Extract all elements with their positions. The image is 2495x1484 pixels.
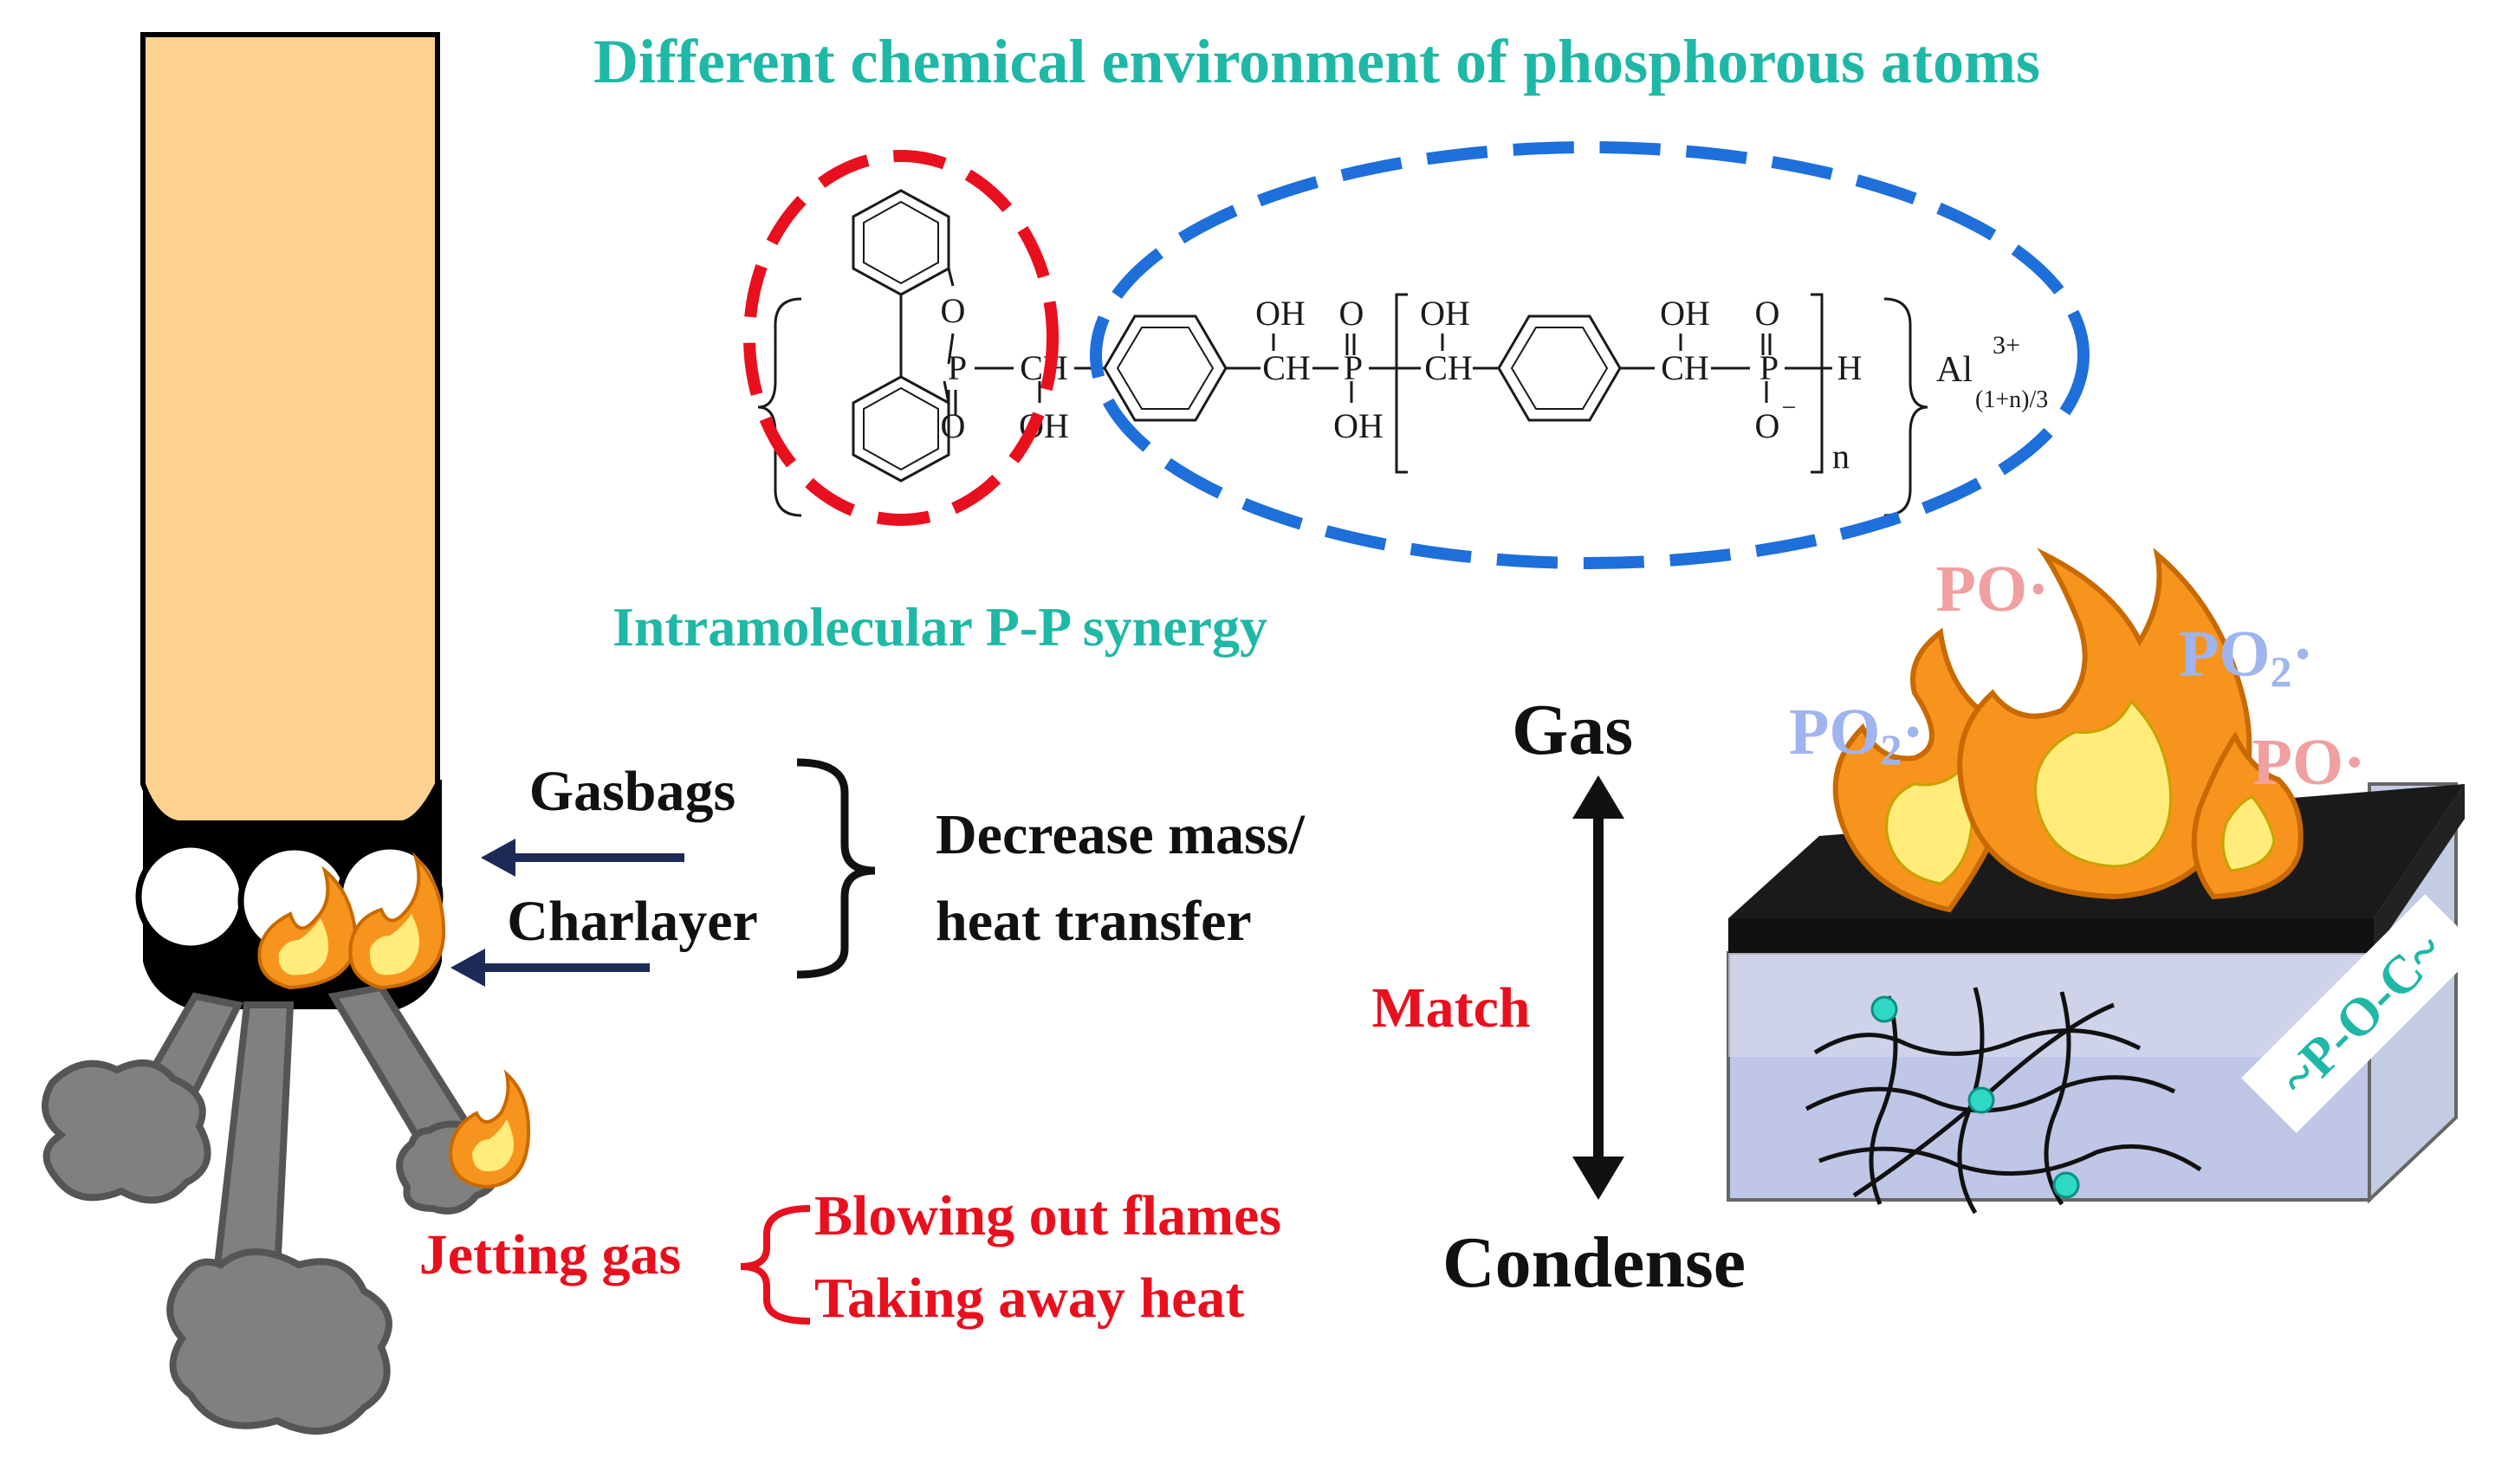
aluminum-ion: Al bbox=[1936, 350, 1973, 390]
gasbags-label: Gasbags bbox=[529, 760, 736, 823]
sample-specimen bbox=[135, 32, 444, 1009]
smoke-cloud bbox=[42, 1060, 211, 1204]
atom-o-minus: O bbox=[1755, 406, 1780, 445]
po-radical-top: PO· bbox=[1936, 553, 2050, 625]
atom-p3: P bbox=[1759, 348, 1779, 387]
smoke-jet bbox=[212, 1001, 295, 1277]
flame-icon-core bbox=[2221, 795, 2276, 872]
atom-p1: P bbox=[948, 348, 967, 387]
arrow-left-icon bbox=[450, 949, 650, 987]
subscript-n: n bbox=[1832, 437, 1850, 476]
flame-icon-core bbox=[2034, 699, 2173, 868]
flame-icon-core bbox=[278, 918, 328, 975]
double-arrow-icon bbox=[1572, 775, 1624, 1200]
benzene-ring bbox=[852, 189, 950, 296]
right-brace bbox=[1883, 297, 1928, 517]
taking-label: Taking away heat bbox=[814, 1267, 1244, 1330]
p-o-c-site bbox=[2052, 1171, 2080, 1199]
left-brace bbox=[757, 297, 802, 517]
charlayer-label: Charlayer bbox=[507, 890, 758, 953]
chemical-structure bbox=[757, 189, 1928, 517]
inner-bracket-right bbox=[1811, 293, 1824, 474]
p-o-c-site bbox=[1870, 995, 1898, 1023]
right-curly-brace bbox=[796, 758, 876, 979]
atom-oh2: OH bbox=[1255, 294, 1306, 333]
arrow-left-icon bbox=[481, 839, 684, 877]
chemical-labels: O P O CH OH OH CH O P OH OH CH OH CH O P… bbox=[941, 291, 2049, 476]
atom-ch4: CH bbox=[1661, 348, 1709, 387]
match-label: Match bbox=[1371, 976, 1530, 1040]
dopo-highlight-ring bbox=[743, 150, 1059, 526]
blowing-label: Blowing out flames bbox=[814, 1184, 1281, 1247]
gas-label: Gas bbox=[1512, 690, 1633, 770]
atom-ch2: CH bbox=[1262, 348, 1311, 387]
po2-radical-left: PO2· bbox=[1789, 696, 1924, 774]
aluminum-charge: 3+ bbox=[1993, 331, 2020, 360]
subtitle: Intramolecular P-P synergy bbox=[612, 596, 1267, 658]
minus-charge: − bbox=[1782, 393, 1797, 422]
gas-phase-flames bbox=[1832, 548, 2304, 913]
gasbag-bubble bbox=[135, 841, 246, 952]
aluminum-subscript: (1+n)/3 bbox=[1975, 386, 2048, 413]
atom-o-dbl3: O bbox=[1755, 294, 1780, 333]
benzene-ring bbox=[1103, 314, 1228, 422]
decrease-label-line2: heat transfer bbox=[936, 890, 1252, 953]
atom-p2: P bbox=[1344, 348, 1363, 387]
atom-h-end: H bbox=[1837, 348, 1863, 387]
flame-icon-core bbox=[472, 1119, 515, 1172]
jetting-gas-label: Jetting gas bbox=[419, 1223, 681, 1286]
decrease-label-line1: Decrease mass/ bbox=[936, 803, 1306, 866]
inner-bracket-left bbox=[1395, 293, 1408, 474]
polymer-chains bbox=[1805, 987, 2202, 1215]
flame-icon-core bbox=[1885, 768, 1973, 885]
atom-oh3: OH bbox=[1333, 406, 1384, 445]
condense-label: Condense bbox=[1442, 1222, 1746, 1303]
atom-ch3: CH bbox=[1424, 348, 1473, 387]
sample-flames bbox=[257, 852, 531, 1189]
title: Different chemical environment of phosph… bbox=[593, 27, 2040, 96]
atom-oh5: OH bbox=[1660, 294, 1710, 333]
atom-oh4: OH bbox=[1420, 294, 1470, 333]
po-radical-right: PO· bbox=[2252, 726, 2366, 799]
atom-o-dbl2: O bbox=[1339, 294, 1364, 333]
benzene-ring bbox=[852, 375, 950, 483]
benzene-ring bbox=[1497, 314, 1622, 422]
left-curly-brace bbox=[740, 1205, 811, 1325]
flame-icon-core bbox=[369, 914, 419, 975]
smoke-cloud bbox=[166, 1248, 392, 1435]
atom-o-dbl1: O bbox=[941, 406, 966, 445]
sample-body bbox=[140, 32, 440, 826]
phosphonate-highlight-ring bbox=[1090, 141, 2090, 569]
po2-radical-right: PO2· bbox=[2179, 618, 2314, 696]
p-o-c-site bbox=[1967, 1086, 1995, 1114]
flame-icon bbox=[1957, 548, 2252, 900]
atom-o-ring: O bbox=[941, 291, 966, 330]
smoke-jets bbox=[42, 983, 500, 1435]
